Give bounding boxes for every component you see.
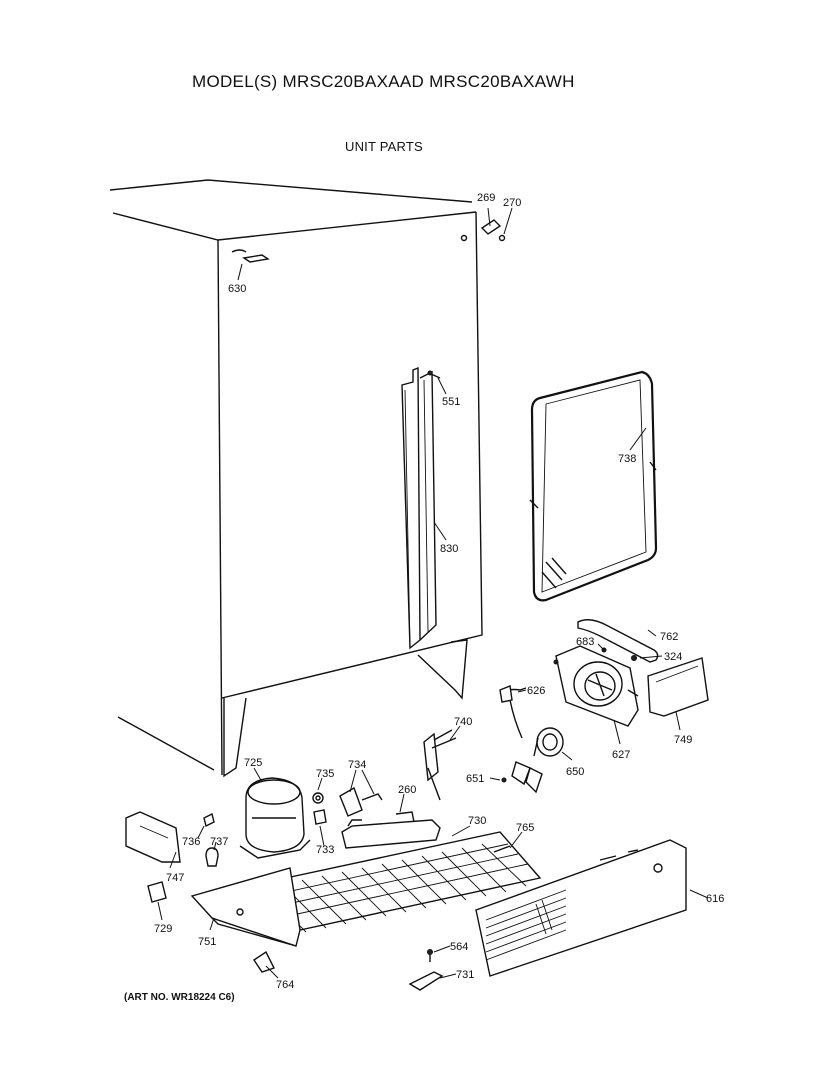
part-label-551: 551	[442, 396, 460, 408]
part-label-270: 270	[503, 197, 521, 209]
part-label-627: 627	[612, 749, 630, 761]
part-label-731: 731	[456, 969, 474, 981]
cover-749-drawing	[647, 657, 709, 717]
light-socket-drawing	[480, 219, 506, 242]
part-label-730: 730	[468, 815, 486, 827]
part-label-737: 737	[210, 836, 228, 848]
relay-parts-drawing	[312, 792, 327, 825]
part-label-651: 651	[466, 773, 484, 785]
part-label-735: 735	[316, 768, 334, 780]
part-label-616: 616	[706, 893, 724, 905]
base-plate-751-drawing	[190, 867, 301, 947]
part-label-733: 733	[316, 844, 334, 856]
diagram-title: MODEL(S) MRSC20BAXAAD MRSC20BAXAWH	[192, 72, 575, 91]
part-label-736: 736	[182, 836, 200, 848]
screw-551-drawing	[427, 370, 441, 379]
grille-616-drawing	[475, 839, 687, 977]
fan-motor-650-drawing	[533, 727, 564, 757]
part-label-725: 725	[244, 757, 262, 769]
part-label-738: 738	[618, 453, 636, 465]
part-label-740: 740	[454, 716, 472, 728]
cabinet-drawing	[109, 179, 483, 778]
overload-734-drawing	[339, 786, 383, 817]
part-label-749: 749	[674, 734, 692, 746]
bracket-747-drawing	[125, 811, 181, 863]
art-number: (ART NO. WR18224 C6)	[124, 992, 235, 1003]
fan-shroud-627-drawing	[553, 645, 639, 727]
part-label-650: 650	[566, 766, 584, 778]
part-label-765: 765	[516, 822, 534, 834]
fastener-parts-drawing	[253, 949, 444, 991]
part-label-734: 734	[348, 759, 366, 771]
fan-blade-651-drawing	[501, 761, 543, 794]
part-label-762: 762	[660, 631, 678, 643]
part-label-260: 260	[398, 784, 416, 796]
harness-626-drawing	[499, 685, 527, 739]
diagram-subtitle: UNIT PARTS	[345, 139, 423, 154]
part-label-751: 751	[198, 936, 216, 948]
part-label-564: 564	[450, 941, 468, 953]
grommet-parts-drawing	[203, 812, 219, 867]
part-label-830: 830	[440, 543, 458, 555]
part-label-269: 269	[477, 192, 495, 204]
part-label-764: 764	[276, 979, 294, 991]
gasket-738-drawing	[529, 370, 658, 602]
compressor-725-drawing	[239, 777, 311, 859]
capacitor-729-drawing	[147, 881, 167, 903]
part-label-729: 729	[154, 923, 172, 935]
leader-lines	[157, 207, 709, 979]
part-label-683: 683	[576, 636, 594, 648]
part-label-747: 747	[166, 872, 184, 884]
part-label-324: 324	[664, 651, 682, 663]
part-label-630: 630	[228, 283, 246, 295]
part-label-626: 626	[527, 685, 545, 697]
